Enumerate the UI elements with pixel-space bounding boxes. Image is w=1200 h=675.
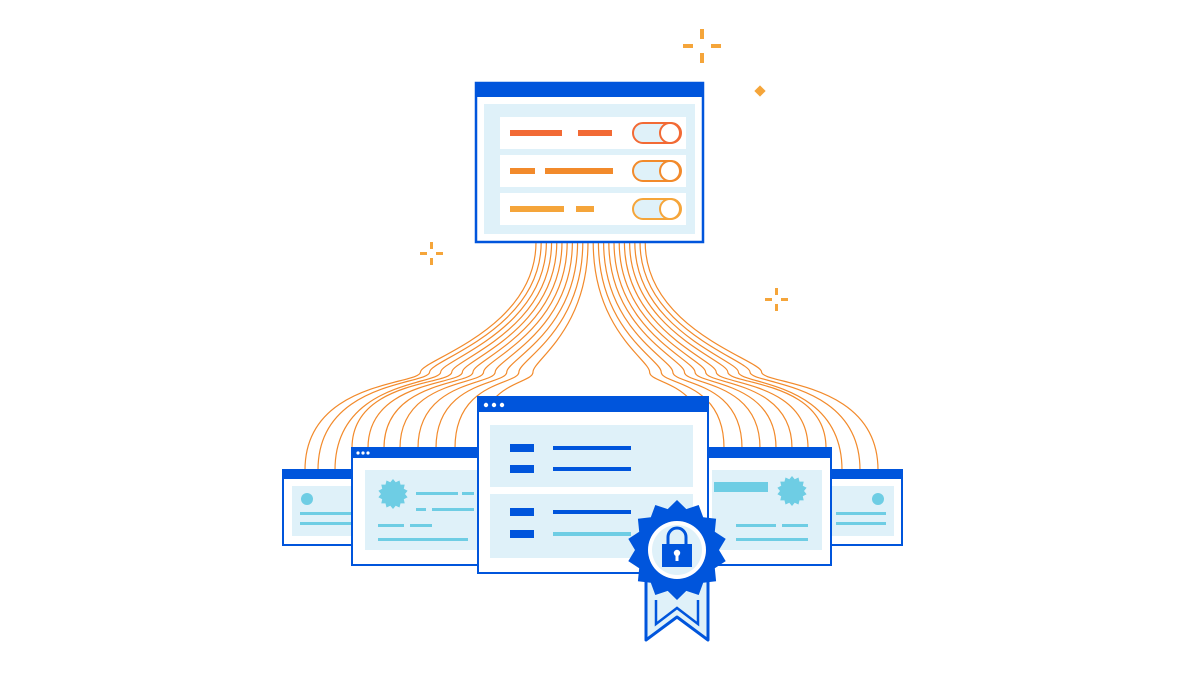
connection-line	[399, 241, 568, 449]
connection-line	[304, 241, 537, 471]
sparkle-icon	[683, 29, 721, 63]
site-window-right	[702, 447, 832, 566]
connection-line	[417, 241, 573, 449]
connection-lines	[304, 241, 879, 471]
connection-line	[603, 241, 743, 449]
connection-line	[334, 241, 547, 471]
connection-line	[618, 241, 793, 449]
toggle-icon[interactable]	[632, 160, 682, 182]
connection-line	[634, 241, 843, 471]
connection-line	[629, 241, 827, 449]
connection-line	[435, 241, 579, 449]
lock-icon	[662, 526, 692, 567]
connection-line	[454, 241, 584, 449]
connection-line	[383, 241, 563, 449]
seal-icon	[777, 476, 807, 506]
connection-line	[644, 241, 879, 471]
seal-icon	[872, 493, 884, 505]
connection-line	[608, 241, 761, 449]
connection-line	[639, 241, 861, 471]
toggle-icon[interactable]	[632, 198, 682, 220]
connection-line	[613, 241, 777, 449]
connection-line	[623, 241, 809, 449]
settings-row-1	[500, 117, 686, 149]
site-window-far-right	[821, 469, 903, 546]
security-badge	[628, 500, 726, 642]
seal-icon	[378, 479, 408, 509]
connection-line	[317, 241, 542, 471]
settings-row-2	[500, 155, 686, 187]
connection-line	[351, 241, 553, 449]
site-window-left	[351, 447, 481, 566]
seal-icon	[301, 493, 313, 505]
settings-row-3	[500, 193, 686, 225]
toggle-icon[interactable]	[632, 122, 682, 144]
sparkle-icon	[765, 288, 788, 311]
connection-line	[367, 241, 558, 449]
sparkle-icon	[420, 242, 443, 265]
settings-panel	[474, 81, 705, 244]
sparkle-icon	[754, 85, 766, 97]
